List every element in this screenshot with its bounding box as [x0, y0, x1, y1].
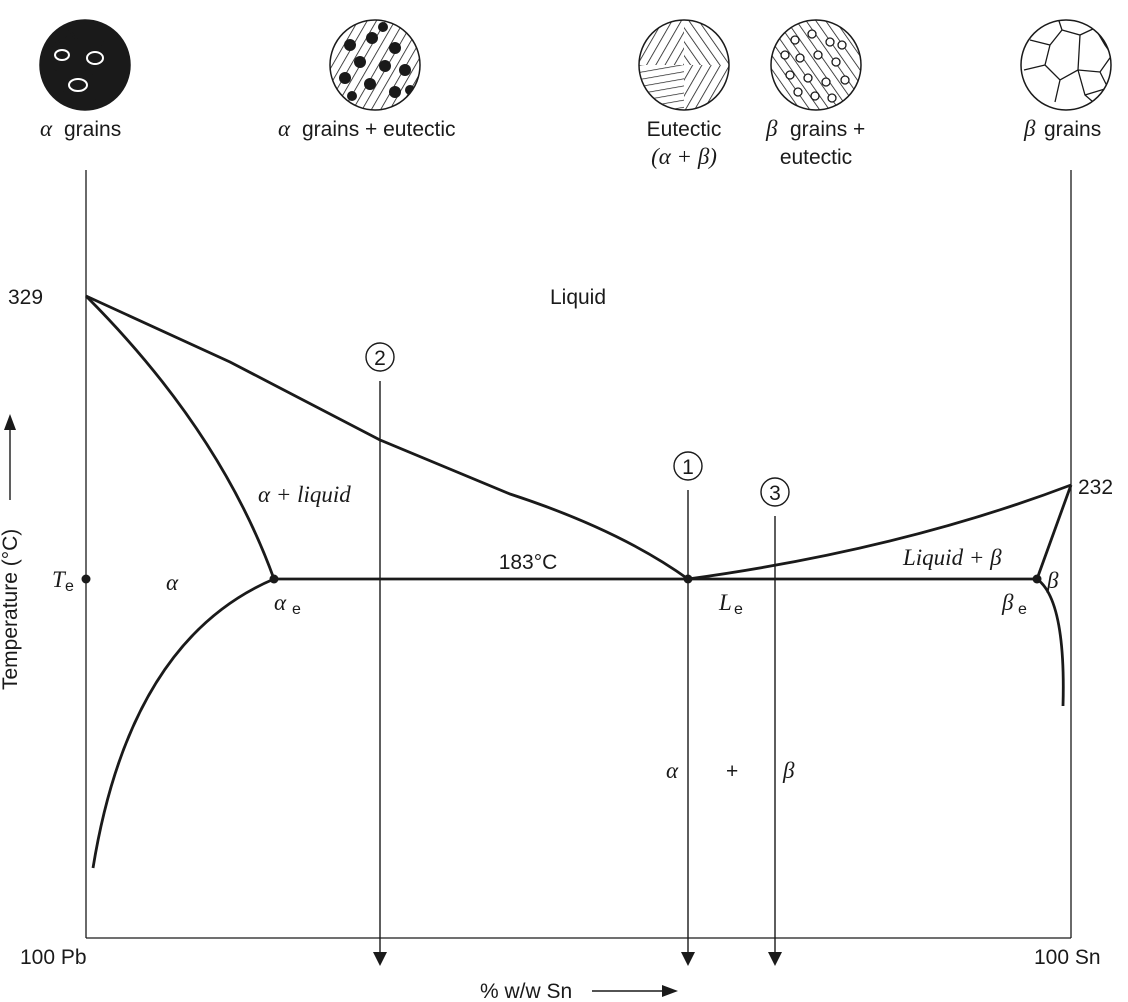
beta-grains-eutectic-micrograph [770, 19, 862, 111]
sn-melting-point-label: 232 [1078, 476, 1113, 499]
Te-subscript: e [65, 578, 74, 595]
alpha-beta-region-alpha: α [666, 758, 679, 783]
cooling-path-1: 1 [673, 451, 703, 966]
x-axis-label: % w/w Sn [480, 980, 572, 1002]
alpha-beta-region-plus: + [726, 760, 738, 783]
L-e-subscript: e [734, 601, 743, 618]
y-axis-label: Temperature (°C) [0, 529, 22, 690]
alpha-beta-region-beta: β [782, 758, 795, 783]
beta-grains-micrograph [1020, 19, 1112, 111]
cooling-path-2-label: 2 [374, 347, 386, 370]
beta-grains-caption-symbol: β [1023, 116, 1036, 141]
liquid-region-label: Liquid [550, 286, 606, 309]
solvus-beta [1036, 577, 1065, 707]
pb-melting-point-label: 329 [8, 286, 43, 309]
alpha-e-point [269, 574, 279, 584]
solvus-alpha [91, 577, 275, 869]
liquidus-left [85, 294, 689, 581]
beta-e-subscript: e [1018, 601, 1027, 618]
eutectic-caption: Eutectic [647, 118, 722, 141]
alpha-grains-caption-symbol: α [40, 116, 53, 141]
beta-grains-eutectic-caption-symbol: β [765, 116, 778, 141]
solidus-beta [1035, 484, 1073, 580]
alpha-grains-eutectic-micrograph [329, 19, 421, 111]
alpha-grains-micrograph [39, 19, 131, 111]
cooling-path-2: 2 [365, 342, 395, 966]
liquidus-right [687, 483, 1072, 581]
solidus-alpha [85, 295, 276, 580]
beta-e-label: β [1001, 590, 1014, 615]
cooling-path-1-label: 1 [682, 456, 694, 479]
x-axis-label-group: % w/w Sn [480, 980, 678, 1002]
cooling-path-3-label: 3 [769, 482, 781, 505]
liquid-beta-region-label: Liquid + β [902, 545, 1002, 570]
y-axis-arrow-icon [4, 414, 16, 430]
x-axis-arrow-icon [662, 985, 678, 997]
x-axis-right-end-label: 100 Sn [1034, 946, 1101, 969]
Te-label: T [52, 567, 67, 592]
alpha-grains-caption: grains [64, 118, 121, 141]
cooling-path-3: 3 [760, 477, 790, 966]
alpha-liquid-region-label: α + liquid [258, 482, 351, 507]
alpha-region-label: α [166, 570, 179, 595]
beta-e-point [1032, 574, 1042, 584]
Te-point [81, 574, 91, 584]
beta-grains-eutectic-caption: grains + [790, 118, 865, 141]
y-axis-label-group: Temperature (°C) [0, 414, 22, 690]
alpha-e-subscript: e [292, 601, 301, 618]
beta-grains-caption: grains [1044, 118, 1101, 141]
beta-region-label: β [1046, 568, 1059, 593]
L-e-label: L [718, 590, 732, 615]
eutectic-composition-caption: (α + β) [651, 144, 717, 169]
eutectic-temperature-label: 183°C [499, 551, 558, 574]
alpha-grains-eutectic-caption: grains + eutectic [302, 118, 456, 141]
alpha-grains-eutectic-caption-symbol: α [278, 116, 291, 141]
beta-grains-eutectic-caption-line2: eutectic [780, 146, 852, 169]
alpha-e-label: α [274, 590, 287, 615]
x-axis-left-end-label: 100 Pb [20, 946, 87, 969]
eutectic-micrograph [638, 19, 730, 111]
